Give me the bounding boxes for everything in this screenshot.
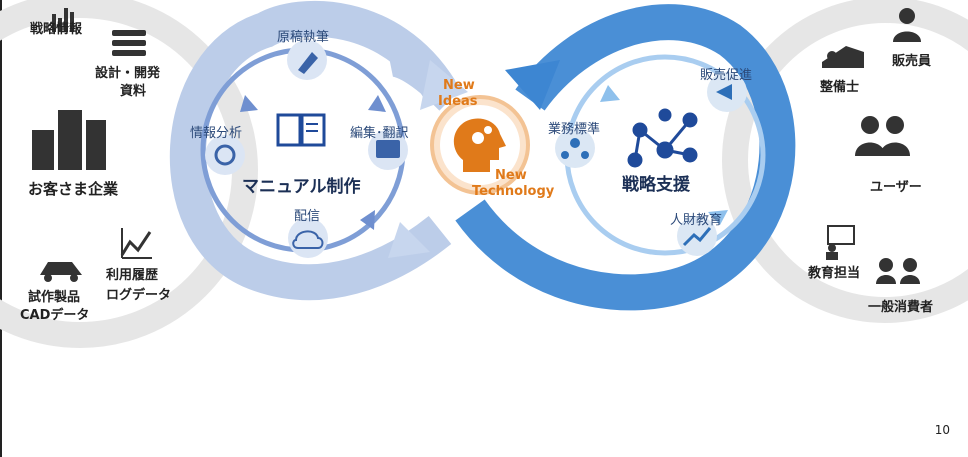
left-loop-arrow-bottom (388, 222, 430, 258)
right-loop-band (455, 4, 796, 311)
new-technology-label-2: Technology (472, 184, 555, 199)
design-docs-label-1: 設計・開発 (95, 66, 161, 81)
sales-promo-label: 販売促進 (700, 68, 753, 83)
page-number: 10 (934, 423, 950, 437)
head-gear-icon (453, 118, 506, 172)
editing-label: 編集･翻訳 (350, 126, 409, 141)
mechanic-icon (822, 46, 864, 68)
slide-left-border (0, 0, 2, 457)
left-loop-band (169, 0, 456, 301)
new-ideas-label-1: New (443, 78, 475, 93)
right-gray-ring (722, 0, 968, 323)
book-icon (276, 113, 302, 147)
analysis-node (205, 135, 245, 175)
new-ideas-label-2: Ideas (438, 94, 478, 109)
trainer-icon (826, 225, 855, 260)
documents-stack-icon (112, 30, 146, 56)
strategy-support-title: 戦略支援 (622, 175, 690, 195)
mechanic-label: 整備士 (820, 80, 860, 95)
pen-icon (298, 52, 318, 74)
design-docs-label-2: 資料 (120, 84, 147, 99)
client-company-label: お客さま企業 (28, 180, 119, 198)
megaphone-icon (716, 84, 732, 100)
prototype-label-2: CADデータ (20, 308, 90, 323)
business-std-label: 業務標準 (548, 122, 601, 137)
user-label: ユーザー (870, 180, 922, 195)
document-icon (376, 140, 400, 158)
prototype-label-1: 試作製品 (28, 290, 81, 305)
delivery-node (288, 218, 328, 258)
analysis-icon (214, 144, 236, 166)
sales-staff-label: 販売員 (892, 54, 932, 69)
people-icon (570, 138, 580, 148)
cloud-icon (292, 230, 324, 249)
consumer-label: 一般消費者 (868, 300, 934, 315)
left-loop-arrow-top (420, 60, 468, 110)
bar-chart-icon (52, 8, 74, 32)
strategy-info-label: 戦略情報 (30, 22, 83, 37)
consumers-icon (876, 258, 920, 284)
car-icon (40, 262, 82, 282)
delivery-label: 配信 (294, 209, 321, 224)
right-loop-arrow (505, 60, 560, 110)
manual-production-title: マニュアル制作 (242, 177, 361, 197)
usage-log-label-2: ログデータ (106, 288, 172, 303)
building-icon (32, 110, 106, 170)
left-gray-ring (0, 0, 258, 348)
usage-log-label-1: 利用履歴 (106, 268, 159, 283)
new-technology-label-1: New (495, 168, 527, 183)
writing-label: 原稿執筆 (277, 30, 330, 45)
hr-education-label: 人財教育 (670, 213, 723, 228)
growth-icon (682, 227, 712, 247)
analysis-label: 情報分析 (190, 126, 243, 141)
line-chart-icon (120, 231, 152, 256)
users-icon (855, 116, 910, 156)
salesperson-icon (893, 8, 921, 42)
trainer-label: 教育担当 (808, 266, 861, 281)
network-icon (627, 108, 698, 168)
